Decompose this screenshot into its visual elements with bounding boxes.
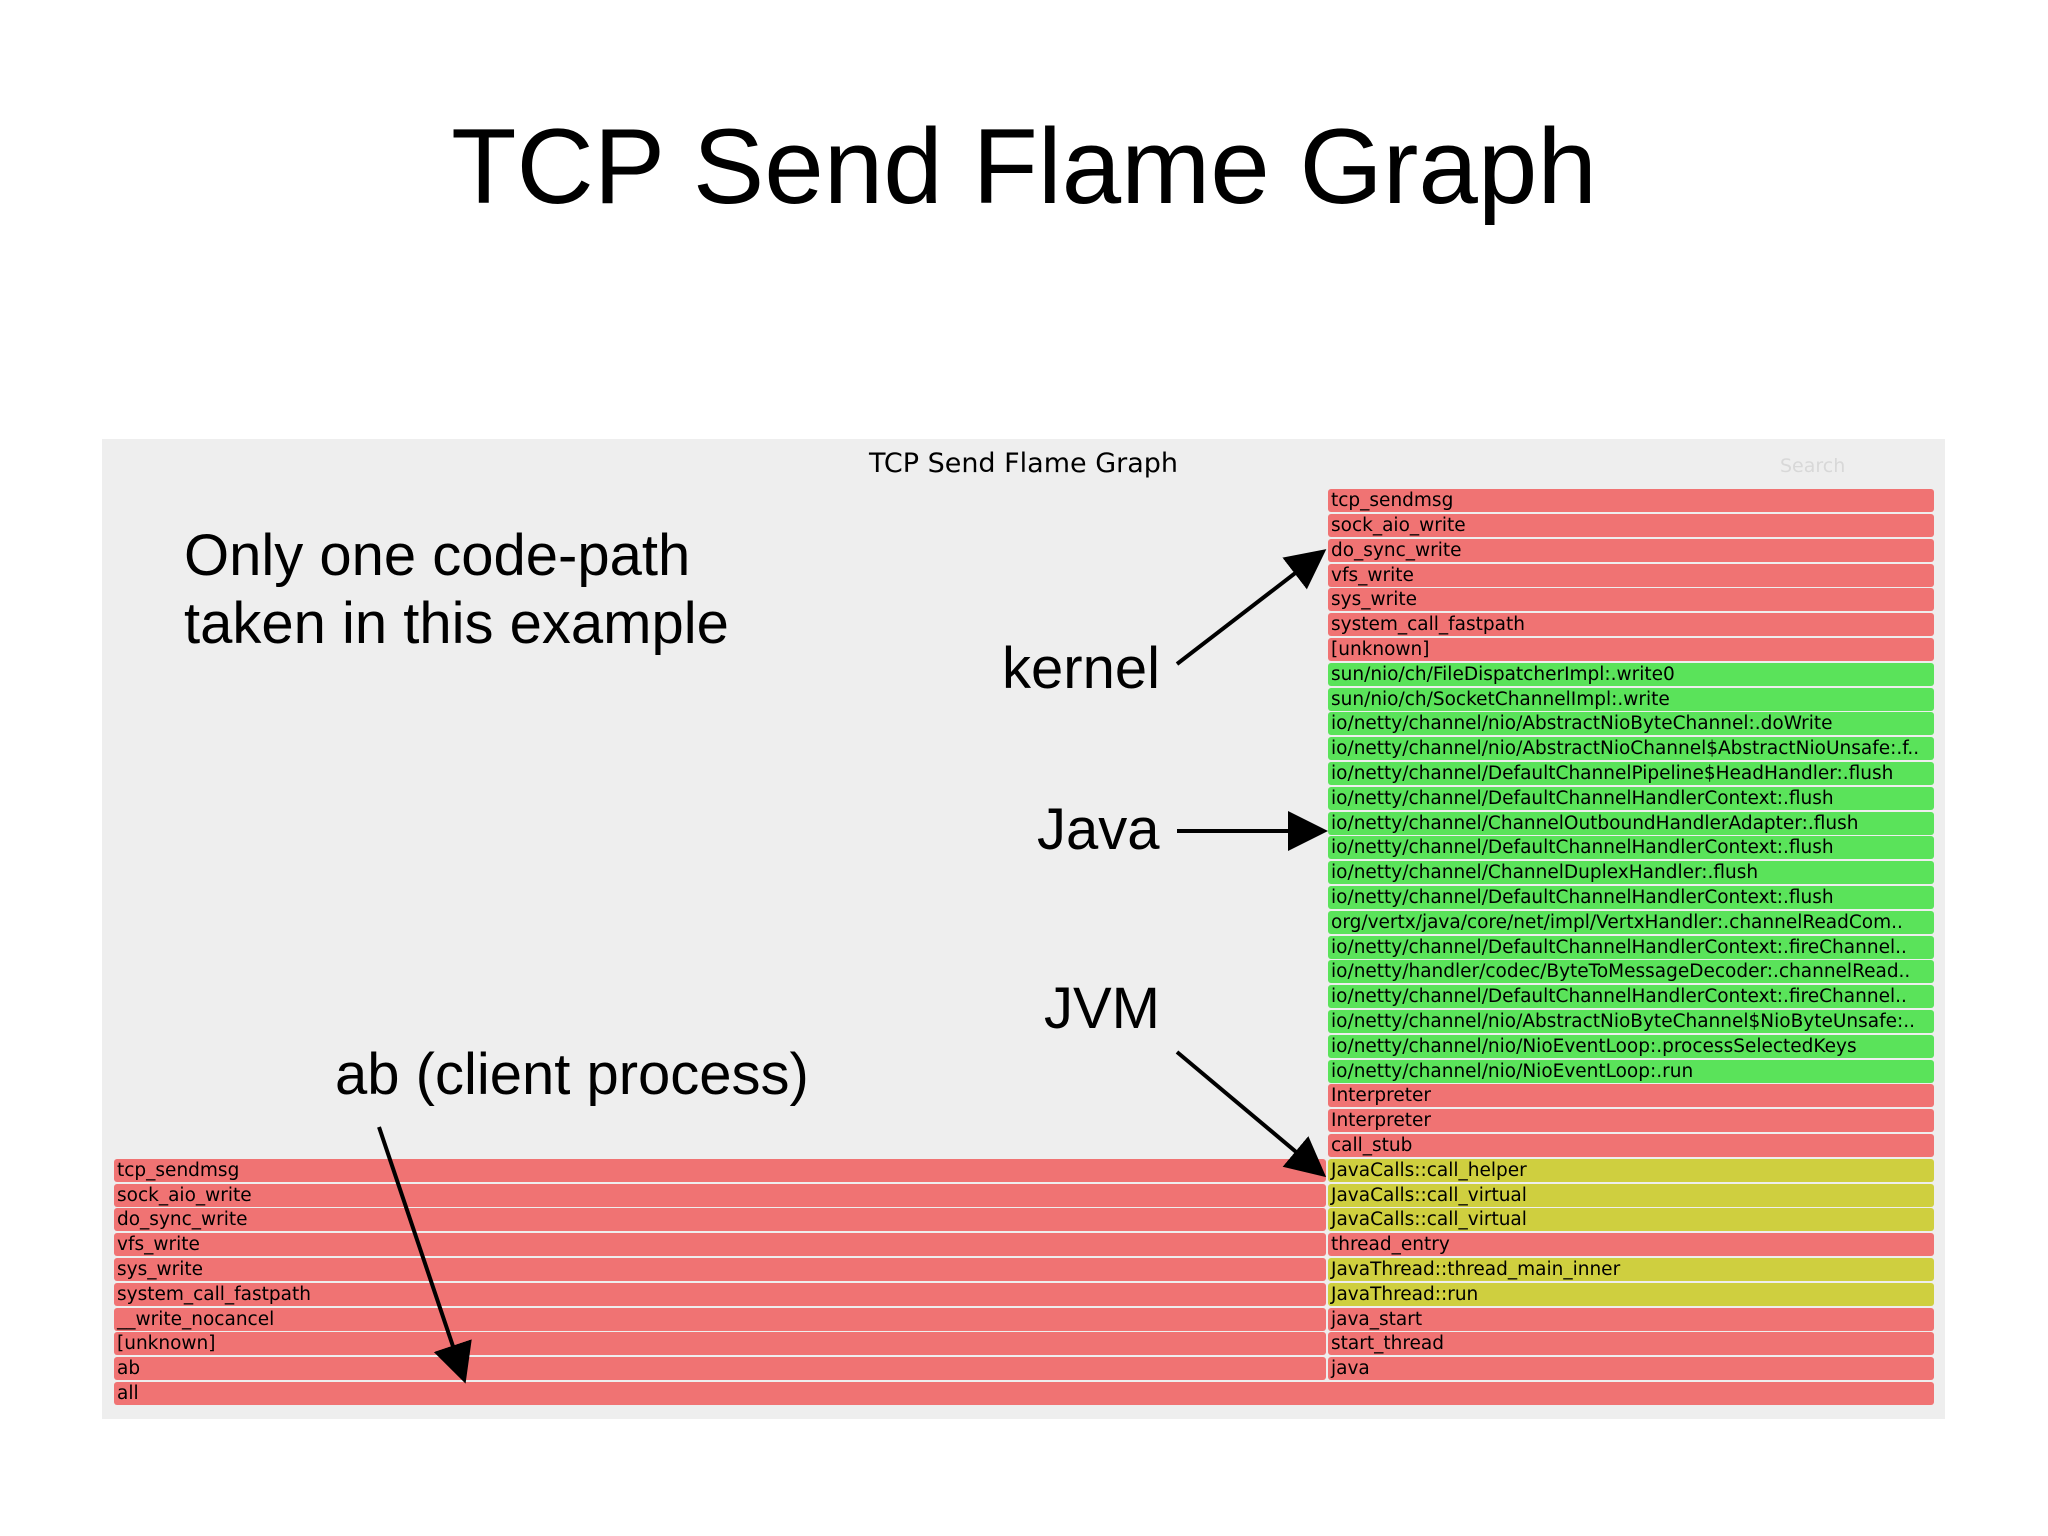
flame-frame[interactable]: io/netty/handler/codec/ByteToMessageDeco… bbox=[1328, 960, 1934, 984]
flame-frame[interactable]: JavaCalls::call_helper bbox=[1328, 1158, 1934, 1182]
flame-frame[interactable]: do_sync_write bbox=[114, 1208, 1326, 1232]
flame-frame[interactable]: java bbox=[1328, 1357, 1934, 1381]
flame-frame[interactable]: io/netty/channel/nio/NioEventLoop:.run bbox=[1328, 1059, 1934, 1083]
flame-frame[interactable]: org/vertx/java/core/net/impl/VertxHandle… bbox=[1328, 910, 1934, 934]
flame-frame[interactable]: Interpreter bbox=[1328, 1109, 1934, 1133]
flame-frame[interactable]: tcp_sendmsg bbox=[1328, 489, 1934, 513]
flame-frame[interactable]: do_sync_write bbox=[1328, 538, 1934, 562]
flame-frame[interactable]: io/netty/channel/ChannelOutboundHandlerA… bbox=[1328, 811, 1934, 835]
flame-frame[interactable]: io/netty/channel/DefaultChannelPipeline$… bbox=[1328, 762, 1934, 785]
slide-title: TCP Send Flame Graph bbox=[451, 106, 1597, 226]
flame-frame[interactable]: io/netty/channel/DefaultChannelHandlerCo… bbox=[1328, 985, 1934, 1009]
flame-frame[interactable]: io/netty/channel/nio/AbstractNioByteChan… bbox=[1328, 1010, 1934, 1033]
flame-frame[interactable]: sock_aio_write bbox=[114, 1183, 1326, 1207]
flame-frame[interactable]: ab bbox=[114, 1357, 1326, 1381]
flame-frame[interactable]: JavaCalls::call_virtual bbox=[1328, 1183, 1934, 1207]
note-text: Only one code-path taken in this example bbox=[184, 523, 729, 656]
flame-frame[interactable]: start_thread bbox=[1328, 1332, 1934, 1356]
flame-frame[interactable]: io/netty/channel/DefaultChannelHandlerCo… bbox=[1328, 886, 1934, 909]
flame-frame[interactable]: io/netty/channel/nio/NioEventLoop:.proce… bbox=[1328, 1034, 1934, 1058]
flame-frame[interactable]: system_call_fastpath bbox=[114, 1282, 1326, 1306]
flame-frame[interactable]: sys_write bbox=[114, 1258, 1326, 1281]
flame-frame[interactable]: io/netty/channel/DefaultChannelHandlerCo… bbox=[1328, 836, 1934, 860]
flame-frame[interactable]: system_call_fastpath bbox=[1328, 613, 1934, 637]
flame-frame[interactable]: tcp_sendmsg bbox=[114, 1158, 1326, 1182]
flame-frame[interactable]: vfs_write bbox=[114, 1233, 1326, 1257]
flame-frame[interactable]: JavaThread::run bbox=[1328, 1282, 1934, 1306]
flame-frame[interactable]: io/netty/channel/DefaultChannelHandlerCo… bbox=[1328, 786, 1934, 810]
flame-frame[interactable]: sock_aio_write bbox=[1328, 514, 1934, 537]
flame-graph-panel: TCP Send Flame Graph Search all tcp_sendm… bbox=[102, 439, 1945, 1419]
flame-frame[interactable]: vfs_write bbox=[1328, 563, 1934, 587]
java-label: Java bbox=[1037, 797, 1160, 862]
flame-frame[interactable]: all bbox=[114, 1382, 1934, 1405]
flame-frame[interactable]: sun/nio/ch/FileDispatcherImpl:.write0 bbox=[1328, 662, 1934, 686]
ab-label: ab (client process) bbox=[335, 1042, 809, 1107]
flame-frame[interactable]: io/netty/channel/nio/AbstractNioChannel$… bbox=[1328, 737, 1934, 761]
flame-graph-title: TCP Send Flame Graph bbox=[868, 448, 1179, 479]
flame-frame[interactable]: thread_entry bbox=[1328, 1233, 1934, 1257]
flame-frame[interactable]: sys_write bbox=[1328, 588, 1934, 612]
flame-frame[interactable]: [unknown] bbox=[1328, 638, 1934, 661]
flame-frame[interactable]: sun/nio/ch/SocketChannelImpl:.write bbox=[1328, 687, 1934, 711]
jvm-label: JVM bbox=[1044, 976, 1160, 1041]
flame-frame[interactable]: call_stub bbox=[1328, 1134, 1934, 1157]
flame-frame[interactable]: [unknown] bbox=[114, 1332, 1326, 1356]
flame-frame[interactable]: JavaCalls::call_virtual bbox=[1328, 1208, 1934, 1232]
jvm-arrow bbox=[1175, 1050, 1327, 1178]
kernel-label: kernel bbox=[1002, 636, 1160, 701]
flame-frame[interactable]: io/netty/channel/nio/AbstractNioByteChan… bbox=[1328, 712, 1934, 736]
flame-frame[interactable]: JavaThread::thread_main_inner bbox=[1328, 1258, 1934, 1281]
search-link[interactable]: Search bbox=[1780, 455, 1846, 477]
flame-frame[interactable]: java_start bbox=[1328, 1307, 1934, 1331]
flame-frame[interactable]: io/netty/channel/ChannelDuplexHandler:.f… bbox=[1328, 861, 1934, 885]
kernel-arrow bbox=[1175, 549, 1327, 666]
flame-frame[interactable]: __write_nocancel bbox=[114, 1307, 1326, 1331]
flame-frame[interactable]: Interpreter bbox=[1328, 1084, 1934, 1108]
flame-frame[interactable]: io/netty/channel/DefaultChannelHandlerCo… bbox=[1328, 935, 1934, 959]
